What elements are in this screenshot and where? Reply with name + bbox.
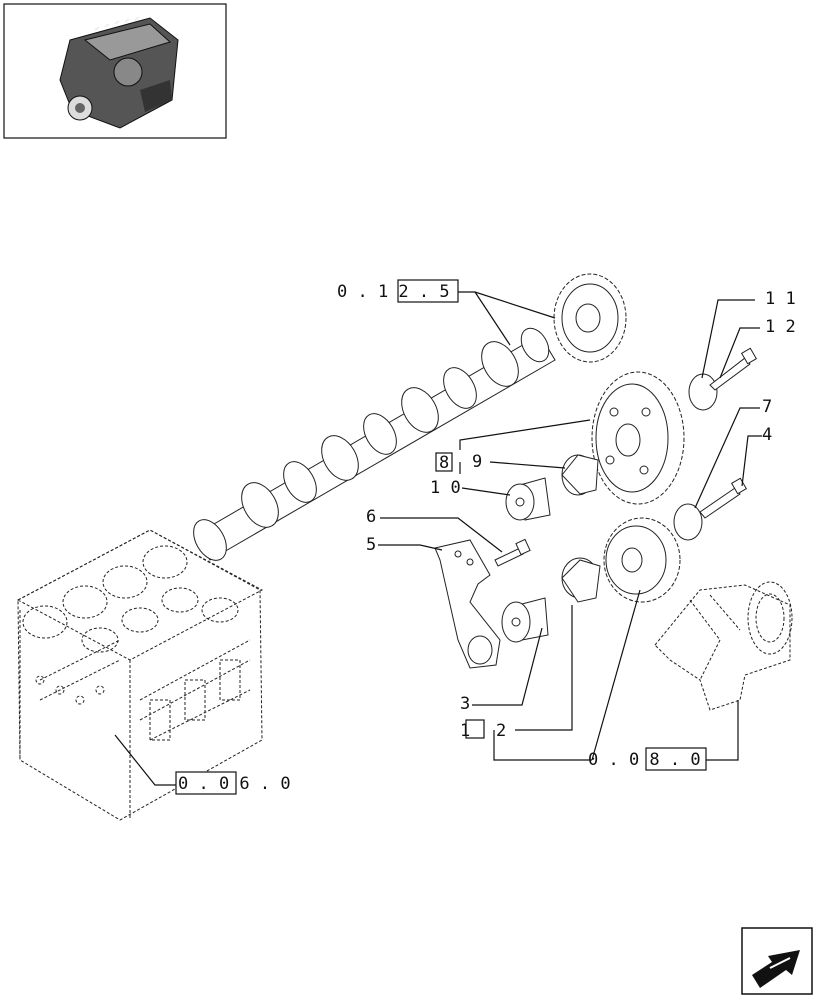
support-bracket <box>434 539 501 669</box>
callout-7: 7 <box>762 397 772 417</box>
callout-5: 5 <box>366 535 376 555</box>
reference-0080-text: 0 . 0 8 . 0 <box>588 750 701 770</box>
hub-lower <box>501 597 549 643</box>
hub-upper <box>505 477 551 521</box>
reference-0080[interactable]: 0 . 0 8 . 0 <box>588 747 707 771</box>
leader-lines <box>114 291 762 786</box>
callout-4: 4 <box>762 425 772 445</box>
engine-thumbnail-icon <box>59 16 179 129</box>
crankshaft <box>654 581 793 711</box>
callouts: 8 9 1 0 1 1 1 2 7 4 6 5 3 1 2 <box>366 289 796 741</box>
bolt-lower <box>699 477 748 519</box>
idler-gear-small <box>603 517 681 603</box>
next-page-arrow-icon <box>752 950 800 988</box>
washer-upper <box>688 373 718 411</box>
washer-lower <box>673 503 703 541</box>
callout-12: 1 2 <box>765 317 796 337</box>
reference-0060[interactable]: 0 . 0 6 . 0 <box>175 771 291 795</box>
callout-1: 1 <box>460 721 470 741</box>
callout-2: 2 <box>496 721 506 741</box>
engine-thumbnail[interactable] <box>3 3 227 139</box>
camshaft-gear <box>553 273 627 363</box>
reference-0060-text: 0 . 0 6 . 0 <box>178 774 291 794</box>
bushing-lower <box>561 557 601 603</box>
next-page-button[interactable] <box>741 927 813 995</box>
bushing-upper <box>561 454 599 496</box>
bolt-upper <box>709 347 758 391</box>
callout-11: 1 1 <box>765 289 796 309</box>
engine-block <box>16 529 264 821</box>
callout-10: 1 0 <box>430 478 461 498</box>
idler-gear-large <box>591 371 685 505</box>
callout-8: 8 <box>439 453 449 473</box>
bracket-bolt <box>494 538 531 567</box>
callout-9: 9 <box>472 452 482 472</box>
callout-3: 3 <box>460 694 470 714</box>
reference-0125-text: 0 . 1 2 . 5 <box>337 282 450 302</box>
reference-0125[interactable]: 0 . 1 2 . 5 <box>337 279 459 303</box>
callout-6: 6 <box>366 507 376 527</box>
camshaft <box>193 327 556 561</box>
